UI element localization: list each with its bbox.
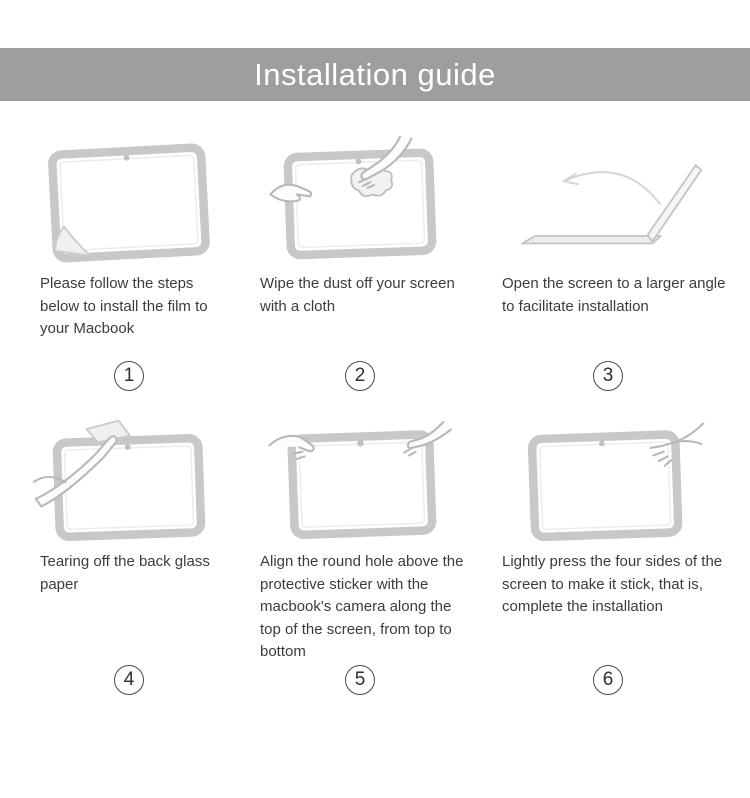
step-number-badge: 6 [593, 665, 623, 695]
steps-grid: Please follow the steps below to install… [0, 135, 750, 701]
step-number-badge: 4 [114, 665, 144, 695]
step-caption: Please follow the steps below to install… [40, 275, 208, 337]
step-5: Align the round hole above the protectiv… [246, 413, 474, 701]
step-caption: Lightly press the four sides of the scre… [502, 553, 723, 615]
step-3: Open the screen to a larger angle to fac… [488, 135, 728, 397]
step-4: Tearing off the back glass paper 4 [26, 413, 232, 701]
step-number-badge: 3 [593, 361, 623, 391]
step-2: Wipe the dust off your screen with a clo… [246, 135, 474, 397]
align-camera-hole-icon [246, 413, 474, 547]
tablet-film-peel-icon [26, 135, 232, 269]
step-1: Please follow the steps below to install… [26, 135, 232, 397]
step-caption: Align the round hole above the protectiv… [260, 553, 464, 660]
step-number-badge: 1 [114, 361, 144, 391]
wipe-screen-cloth-icon [246, 135, 474, 269]
step-number-badge: 2 [345, 361, 375, 391]
step-6: Lightly press the four sides of the scre… [488, 413, 728, 701]
step-caption: Open the screen to a larger angle to fac… [502, 275, 726, 315]
step-caption: Wipe the dust off your screen with a clo… [260, 275, 455, 315]
laptop-open-angle-icon [488, 135, 728, 269]
page-title: Installation guide [254, 56, 496, 92]
step-number-badge: 5 [345, 665, 375, 695]
step-caption: Tearing off the back glass paper [40, 553, 210, 593]
installation-guide-banner: Installation guide [0, 48, 750, 101]
tear-back-paper-icon [26, 413, 232, 547]
press-four-sides-icon [488, 413, 728, 547]
